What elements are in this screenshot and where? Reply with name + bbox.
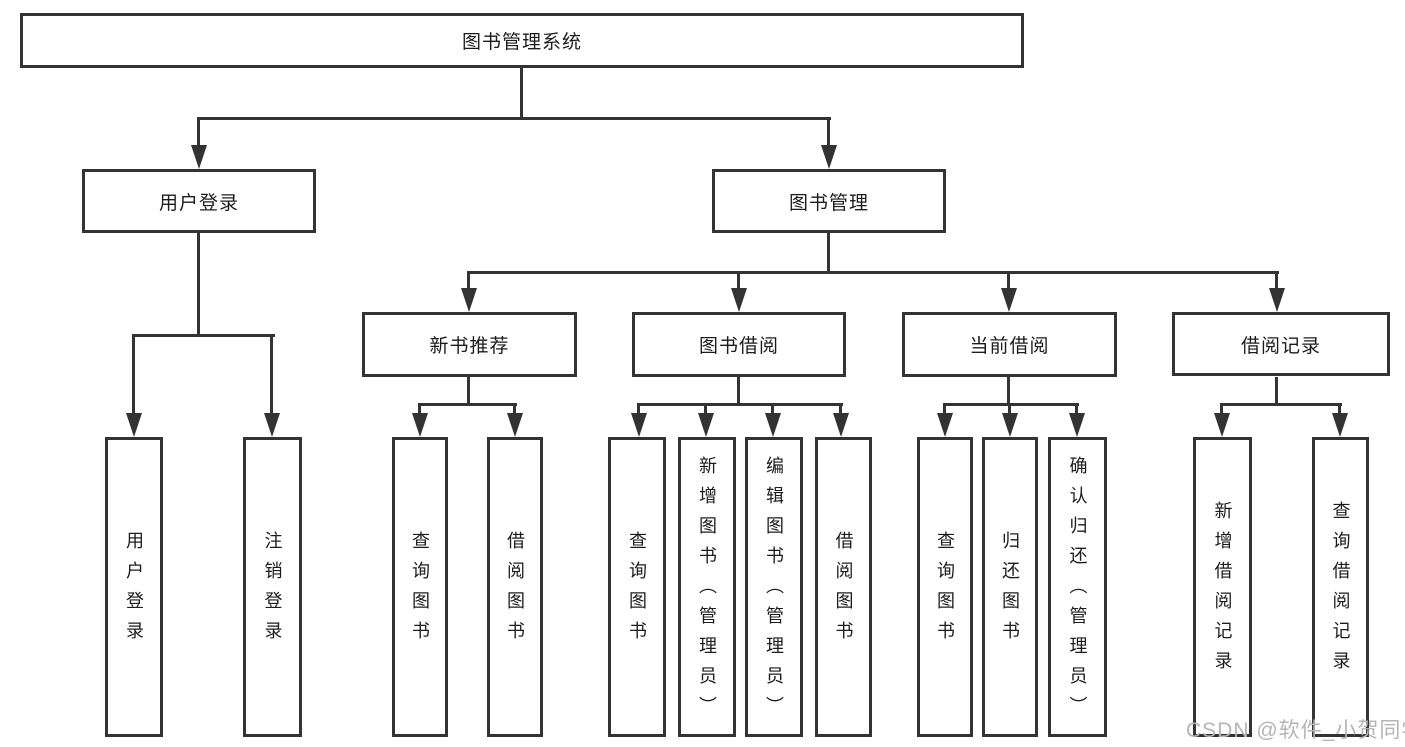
arrowhead-bookborrow-leaf-2 xyxy=(698,413,714,437)
node-book-mgmt-label: 图书管理 xyxy=(788,192,869,214)
connector-root-stem-left xyxy=(197,117,200,147)
connector-bookmgmt-stem-4 xyxy=(1275,271,1278,290)
leaf-borrow-book-1: 借阅图书 xyxy=(487,437,543,737)
arrowhead-bookborrow-leaf-1 xyxy=(631,413,647,437)
connector-newbook-stem-2 xyxy=(513,403,516,415)
connector-bookborrow-stem-4 xyxy=(839,403,842,415)
arrowhead-currentborrow-leaf-2 xyxy=(1002,413,1018,437)
leaf-logout: 注销登录 xyxy=(243,437,302,737)
leaf-query-book-2-label: 查询图书 xyxy=(627,531,647,651)
node-current-borrow: 当前借阅 xyxy=(902,312,1117,377)
node-user-login-label: 用户登录 xyxy=(158,192,239,214)
connector-currentborrow-vline xyxy=(1007,377,1010,405)
leaf-confirm-return-admin: 确认归还（管理员） xyxy=(1048,437,1107,737)
arrowhead-logout-leaf xyxy=(264,413,280,437)
arrowhead-newbook-leaf-1 xyxy=(412,413,428,437)
leaf-add-book-admin-label: 新增图书（管理员） xyxy=(697,456,717,726)
connector-borrowrecord-vline xyxy=(1275,377,1278,405)
node-new-book-rec-label: 新书推荐 xyxy=(429,336,510,357)
connector-borrowrecord-stem-1 xyxy=(1220,403,1223,415)
node-current-borrow-label: 当前借阅 xyxy=(969,336,1050,357)
arrowhead-bookborrow-leaf-3 xyxy=(765,413,781,437)
connector-userlogin-stem-right xyxy=(270,334,273,415)
arrowhead-borrowrecord-leaf-1 xyxy=(1214,413,1230,437)
connector-bookmgmt-vline xyxy=(827,233,830,274)
leaf-query-book-3: 查询图书 xyxy=(917,437,973,737)
arrowhead-borrowrecord-leaf-2 xyxy=(1332,413,1348,437)
connector-root-stem-right xyxy=(827,117,830,147)
arrowhead-book-borrow xyxy=(731,288,747,312)
leaf-add-book-admin: 新增图书（管理员） xyxy=(678,437,736,737)
leaf-query-borrow-record-label: 查询借阅记录 xyxy=(1330,501,1351,681)
leaf-borrow-book-2-label: 借阅图书 xyxy=(833,531,854,651)
leaf-borrow-book-2: 借阅图书 xyxy=(815,437,872,737)
connector-userlogin-hline xyxy=(132,334,275,337)
connector-borrowrecord-stem-2 xyxy=(1338,403,1341,415)
node-root: 图书管理系统 xyxy=(20,13,1024,68)
leaf-confirm-return-admin-label: 确认归还（管理员） xyxy=(1067,456,1088,726)
arrowhead-login-leaf xyxy=(126,413,142,437)
node-book-mgmt: 图书管理 xyxy=(712,169,946,233)
node-root-label: 图书管理系统 xyxy=(461,32,582,53)
connector-bookmgmt-hline xyxy=(467,271,1279,274)
connector-root-vline xyxy=(520,68,523,118)
node-book-borrow-label: 图书借阅 xyxy=(698,336,779,357)
arrowhead-newbook-leaf-2 xyxy=(507,413,523,437)
leaf-user-login-label: 用户登录 xyxy=(124,531,144,651)
node-book-borrow: 图书借阅 xyxy=(632,312,846,377)
connector-newbook-stem-1 xyxy=(418,403,421,415)
leaf-return-book-label: 归还图书 xyxy=(1000,531,1020,651)
leaf-add-borrow-record-label: 新增借阅记录 xyxy=(1212,501,1233,681)
arrowhead-current-borrow xyxy=(1001,288,1017,312)
connector-bookmgmt-stem-2 xyxy=(737,271,740,290)
leaf-add-borrow-record: 新增借阅记录 xyxy=(1193,437,1252,737)
leaf-edit-book-admin: 编辑图书（管理员） xyxy=(745,437,803,737)
connector-bookborrow-stem-2 xyxy=(704,403,707,415)
connector-bookborrow-vline xyxy=(737,377,740,405)
arrowhead-currentborrow-leaf-3 xyxy=(1069,413,1085,437)
connector-currentborrow-stem-2 xyxy=(1008,403,1011,415)
leaf-query-book-1-label: 查询图书 xyxy=(410,531,430,651)
connector-bookborrow-stem-3 xyxy=(771,403,774,415)
arrowhead-book-mgmt xyxy=(821,145,837,169)
connector-bookborrow-stem-1 xyxy=(637,403,640,415)
node-borrow-record-label: 借阅记录 xyxy=(1240,335,1321,357)
connector-userlogin-stem-left xyxy=(132,334,135,415)
arrowhead-currentborrow-leaf-1 xyxy=(937,413,953,437)
connector-borrowrecord-hline xyxy=(1220,403,1342,406)
arrowhead-user-login xyxy=(191,145,207,169)
leaf-logout-label: 注销登录 xyxy=(262,531,283,651)
leaf-edit-book-admin-label: 编辑图书（管理员） xyxy=(764,456,784,726)
node-user-login: 用户登录 xyxy=(82,169,316,233)
arrowhead-borrow-record xyxy=(1269,288,1285,312)
connector-currentborrow-stem-1 xyxy=(943,403,946,415)
leaf-return-book: 归还图书 xyxy=(982,437,1038,737)
leaf-query-book-3-label: 查询图书 xyxy=(935,531,955,651)
connector-currentborrow-stem-3 xyxy=(1075,403,1078,415)
connector-bookborrow-hline xyxy=(637,403,843,406)
leaf-user-login: 用户登录 xyxy=(105,437,163,737)
arrowhead-bookborrow-leaf-4 xyxy=(833,413,849,437)
connector-bookmgmt-stem-3 xyxy=(1007,271,1010,290)
arrowhead-new-book xyxy=(461,288,477,312)
leaf-borrow-book-1-label: 借阅图书 xyxy=(505,531,525,651)
watermark: CSDN @软件_小贺同学 xyxy=(1186,719,1405,742)
connector-currentborrow-hline xyxy=(943,403,1079,406)
connector-bookmgmt-stem-1 xyxy=(467,271,470,290)
node-borrow-record: 借阅记录 xyxy=(1172,312,1390,376)
node-new-book-rec: 新书推荐 xyxy=(362,312,577,377)
connector-newbook-vline xyxy=(467,377,470,405)
connector-root-hline xyxy=(197,117,831,120)
connector-userlogin-vline xyxy=(197,233,200,337)
leaf-query-borrow-record: 查询借阅记录 xyxy=(1312,437,1369,737)
connector-newbook-hline xyxy=(418,403,517,406)
leaf-query-book-2: 查询图书 xyxy=(608,437,666,737)
leaf-query-book-1: 查询图书 xyxy=(392,437,448,737)
